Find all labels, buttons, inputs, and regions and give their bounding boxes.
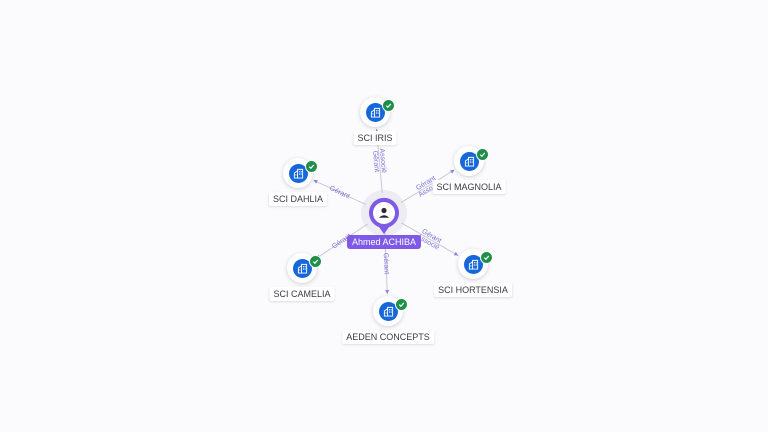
- person-name-label[interactable]: Ahmed ACHIBA: [346, 235, 422, 249]
- building-icon: [463, 254, 483, 274]
- edge-arrow: [385, 289, 390, 295]
- company-name-label[interactable]: SCI MAGNOLIA: [432, 180, 506, 194]
- edge-label: Gérant: [382, 253, 390, 275]
- company-name-label[interactable]: SCI HORTENSIA: [434, 283, 512, 297]
- check-icon: [382, 99, 395, 112]
- edge-label: Gérant: [371, 150, 380, 172]
- building-icon: [365, 102, 385, 122]
- building-icon: [288, 163, 308, 183]
- edge-label: Associé: [378, 148, 387, 173]
- edge-label: Gérant: [328, 185, 350, 200]
- company-name-label[interactable]: SCI CAMELIA: [269, 287, 335, 301]
- check-icon: [305, 160, 318, 173]
- company-name-label[interactable]: AEDEN CONCEPTS: [342, 330, 434, 344]
- edge-arrow: [453, 251, 459, 256]
- company-circle[interactable]: [287, 253, 317, 283]
- check-icon: [309, 255, 322, 268]
- check-icon: [476, 148, 489, 161]
- edge-line: [313, 179, 367, 206]
- edge-line: [401, 222, 459, 256]
- building-icon: [459, 151, 479, 171]
- person-icon: [369, 197, 399, 234]
- company-name-label[interactable]: SCI IRIS: [353, 131, 397, 145]
- edge-line: [315, 223, 368, 259]
- building-icon: [292, 258, 312, 278]
- company-name-label[interactable]: SCI DAHLIA: [268, 192, 328, 206]
- check-icon: [395, 298, 408, 311]
- edge-arrow: [450, 169, 455, 174]
- check-icon: [480, 251, 493, 264]
- building-icon: [378, 301, 398, 321]
- edge-arrow: [313, 180, 318, 184]
- edge-line: [400, 169, 455, 203]
